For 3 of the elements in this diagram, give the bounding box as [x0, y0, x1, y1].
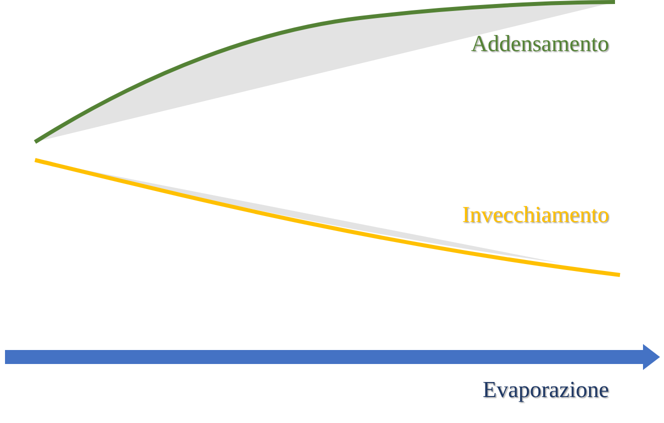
- curve-label: Addensamento: [471, 32, 609, 55]
- curve-label: Invecchiamento: [462, 203, 609, 226]
- axis-label: Evaporazione: [482, 378, 609, 401]
